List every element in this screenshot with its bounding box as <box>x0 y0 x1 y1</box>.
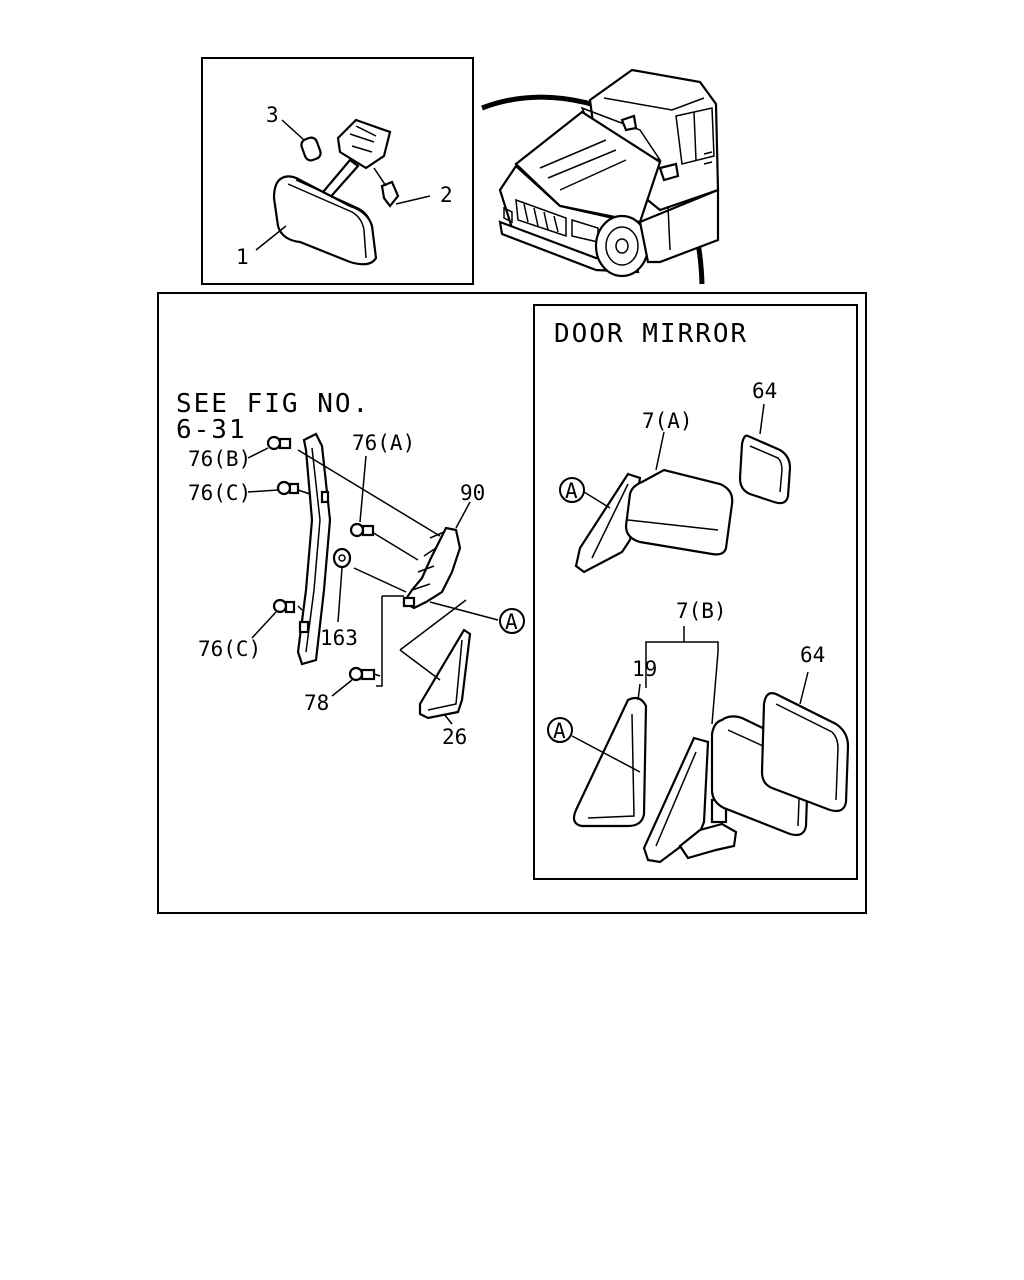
callout-78: 78 <box>304 691 329 715</box>
callout-26: 26 <box>442 725 467 749</box>
bracket-90 <box>402 526 462 610</box>
mount-plate <box>336 118 392 170</box>
main-frame <box>157 292 867 914</box>
bolt-78 <box>348 666 376 682</box>
bulb <box>300 136 322 162</box>
bolt-76c-upper <box>276 480 300 496</box>
inside-mirror-inset: 3 2 1 <box>201 57 474 285</box>
see-fig-line2: 6-31 <box>176 415 247 445</box>
door-mirror-frame <box>533 304 858 880</box>
callout-163: 163 <box>320 626 358 650</box>
bolt-76c-lower <box>272 598 296 614</box>
callout-3: 3 <box>266 103 279 127</box>
callout-76c-upper: 76(C) <box>188 481 251 505</box>
glass-64-upper <box>738 434 792 505</box>
door-mirror-mark <box>658 162 680 182</box>
corner-glass-26 <box>418 628 472 720</box>
callout-19: 19 <box>632 657 657 681</box>
glass-64-lower <box>760 692 850 813</box>
callout-7b: 7(B) <box>676 599 727 623</box>
see-fig-line1: SEE FIG NO. <box>176 389 370 419</box>
callout-7a: 7(A) <box>642 409 693 433</box>
mirror-7a-head <box>624 468 734 556</box>
windshield-mirror-mark <box>620 114 638 132</box>
bolt-76a <box>349 522 375 538</box>
door-sash-assembly: 76(B) 76(C) 76(A) 90 163 76(C) 78 26 A <box>188 431 525 749</box>
door-mirror-inset: DOOR MIRROR 7(A) 64 A 7(B) 19 A <box>533 304 858 880</box>
callout-64-lower: 64 <box>800 643 825 667</box>
callout-76a: 76(A) <box>352 431 415 455</box>
callout-64-upper: 64 <box>752 379 777 403</box>
inset-frame <box>201 57 474 285</box>
mirror-body <box>272 175 378 266</box>
bolt-76b <box>266 435 292 451</box>
gasket-19 <box>572 696 648 828</box>
door-mirror-title: DOOR MIRROR <box>554 319 748 349</box>
circle-a-main: A <box>505 610 518 634</box>
callout-2: 2 <box>440 183 453 207</box>
callout-90: 90 <box>460 481 485 505</box>
callout-76c-lower: 76(C) <box>198 637 261 661</box>
circle-a-upper: A <box>565 479 578 503</box>
truck-illustration <box>498 68 720 278</box>
circle-a-lower: A <box>553 719 566 743</box>
callout-76b: 76(B) <box>188 447 251 471</box>
screw-2 <box>380 180 400 208</box>
callout-1: 1 <box>236 245 249 269</box>
washer-163 <box>332 547 352 569</box>
